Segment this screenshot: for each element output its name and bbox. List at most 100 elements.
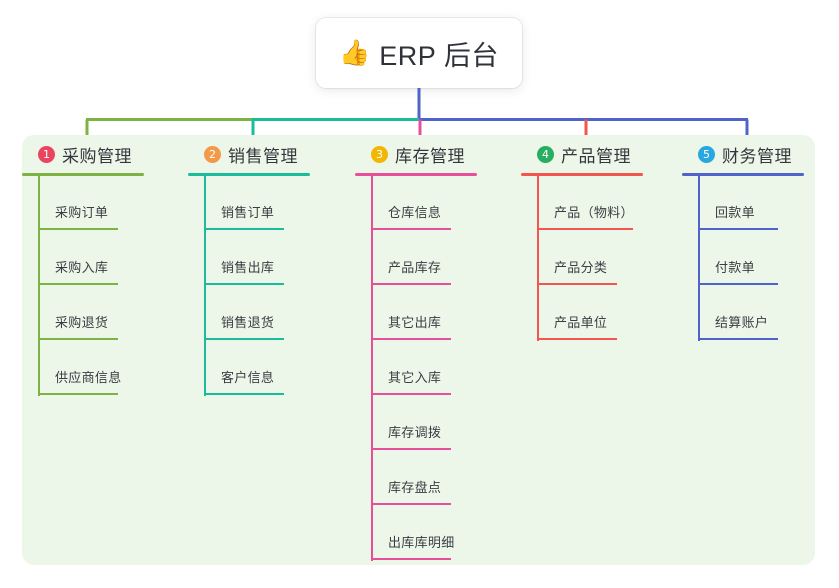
leaf-label: 回款单 bbox=[715, 205, 755, 220]
column-badge-2: 2 bbox=[204, 145, 221, 163]
leaf-label: 仓库信息 bbox=[388, 205, 442, 220]
leaf-label: 库存盘点 bbox=[388, 480, 442, 495]
column-badge-1: 1 bbox=[38, 145, 55, 163]
leaf-label: 库存调拨 bbox=[388, 425, 442, 440]
column-header[interactable]: 4 产品管理 bbox=[521, 141, 643, 167]
leaf-item[interactable]: 产品（物料） bbox=[521, 176, 643, 231]
leaf-list: 回款单付款单结算账户 bbox=[682, 176, 804, 341]
leaf-item[interactable]: 结算账户 bbox=[682, 286, 804, 341]
leaf-label: 客户信息 bbox=[221, 370, 275, 385]
leaf-item[interactable]: 供应商信息 bbox=[22, 341, 144, 396]
leaf-item[interactable]: 回款单 bbox=[682, 176, 804, 231]
leaf-item[interactable]: 付款单 bbox=[682, 231, 804, 286]
leaf-item[interactable]: 产品单位 bbox=[521, 286, 643, 341]
column-spine bbox=[38, 176, 40, 396]
leaf-item[interactable]: 其它入库 bbox=[355, 341, 477, 396]
leaf-item[interactable]: 其它出库 bbox=[355, 286, 477, 341]
leaf-rule bbox=[371, 393, 451, 395]
leaf-label: 采购退货 bbox=[55, 315, 109, 330]
leaf-item[interactable]: 仓库信息 bbox=[355, 176, 477, 231]
leaf-label: 销售订单 bbox=[221, 205, 275, 220]
leaf-rule bbox=[204, 283, 284, 285]
column-header[interactable]: 2 销售管理 bbox=[188, 141, 310, 167]
leaf-item[interactable]: 库存盘点 bbox=[355, 451, 477, 506]
leaf-item[interactable]: 销售退货 bbox=[188, 286, 310, 341]
column-title: 销售管理 bbox=[228, 146, 298, 166]
leaf-list: 产品（物料） 产品分类产品单位 bbox=[521, 176, 643, 341]
leaf-rule bbox=[698, 338, 778, 340]
column-4[interactable]: 4 产品管理产品（物料） 产品分类产品单位 bbox=[521, 141, 643, 341]
column-2[interactable]: 2 销售管理销售订单销售出库销售退货客户信息 bbox=[188, 141, 310, 396]
leaf-rule bbox=[537, 283, 617, 285]
leaf-label: 产品库存 bbox=[388, 260, 442, 275]
leaf-rule bbox=[371, 283, 451, 285]
leaf-list: 采购订单采购入库采购退货供应商信息 bbox=[22, 176, 144, 396]
leaf-label: 其它入库 bbox=[388, 370, 442, 385]
leaf-rule bbox=[371, 448, 451, 450]
leaf-rule bbox=[371, 338, 451, 340]
column-spine bbox=[204, 176, 206, 396]
column-badge-3: 3 bbox=[371, 145, 388, 163]
leaf-item[interactable]: 销售订单 bbox=[188, 176, 310, 231]
column-title: 产品管理 bbox=[561, 146, 631, 166]
leaf-rule bbox=[38, 393, 118, 395]
leaf-label: 付款单 bbox=[715, 260, 755, 275]
leaf-label: 产品（物料） bbox=[554, 205, 634, 220]
leaf-item[interactable]: 库存调拨 bbox=[355, 396, 477, 451]
leaf-item[interactable]: 出库库明细 bbox=[355, 506, 477, 561]
root-node-title: ERP 后台 bbox=[379, 40, 499, 71]
leaf-item[interactable]: 采购退货 bbox=[22, 286, 144, 341]
leaf-label: 其它出库 bbox=[388, 315, 442, 330]
column-accent-rule bbox=[188, 173, 310, 176]
leaf-rule bbox=[38, 228, 118, 230]
leaf-rule bbox=[698, 283, 778, 285]
column-accent-rule bbox=[682, 173, 804, 176]
leaf-label: 供应商信息 bbox=[55, 370, 122, 385]
column-badge-4: 4 bbox=[537, 145, 554, 163]
leaf-rule bbox=[537, 228, 633, 230]
leaf-label: 采购订单 bbox=[55, 205, 109, 220]
leaf-label: 销售出库 bbox=[221, 260, 275, 275]
leaf-rule bbox=[371, 558, 451, 560]
column-header[interactable]: 5 财务管理 bbox=[682, 141, 804, 167]
leaf-item[interactable]: 产品库存 bbox=[355, 231, 477, 286]
thumbs-up-icon: 👍 bbox=[339, 38, 371, 67]
leaf-item[interactable]: 产品分类 bbox=[521, 231, 643, 286]
leaf-label: 销售退货 bbox=[221, 315, 275, 330]
leaf-label: 产品分类 bbox=[554, 260, 608, 275]
leaf-rule bbox=[698, 228, 778, 230]
leaf-rule bbox=[204, 393, 284, 395]
leaf-label: 出库库明细 bbox=[388, 535, 455, 550]
column-title: 财务管理 bbox=[722, 146, 792, 166]
leaf-rule bbox=[38, 338, 118, 340]
leaf-rule bbox=[371, 503, 451, 505]
column-badge-5: 5 bbox=[698, 145, 715, 163]
column-title: 库存管理 bbox=[395, 146, 465, 166]
leaf-item[interactable]: 销售出库 bbox=[188, 231, 310, 286]
column-accent-rule bbox=[355, 173, 477, 176]
leaf-rule bbox=[204, 338, 284, 340]
column-accent-rule bbox=[521, 173, 643, 176]
column-spine bbox=[698, 176, 700, 341]
leaf-rule bbox=[371, 228, 451, 230]
leaf-label: 结算账户 bbox=[715, 315, 769, 330]
leaf-label: 产品单位 bbox=[554, 315, 608, 330]
leaf-list: 销售订单销售出库销售退货客户信息 bbox=[188, 176, 310, 396]
leaf-list: 仓库信息产品库存其它出库其它入库库存调拨库存盘点出库库明细 bbox=[355, 176, 477, 561]
root-node[interactable]: 👍 ERP 后台 bbox=[316, 18, 522, 88]
column-spine bbox=[371, 176, 373, 561]
column-accent-rule bbox=[22, 173, 144, 176]
leaf-label: 采购入库 bbox=[55, 260, 109, 275]
leaf-rule bbox=[38, 283, 118, 285]
leaf-item[interactable]: 采购订单 bbox=[22, 176, 144, 231]
column-5[interactable]: 5 财务管理回款单付款单结算账户 bbox=[682, 141, 804, 341]
diagram-panel bbox=[22, 135, 815, 565]
leaf-item[interactable]: 客户信息 bbox=[188, 341, 310, 396]
column-header[interactable]: 3 库存管理 bbox=[355, 141, 477, 167]
column-3[interactable]: 3 库存管理仓库信息产品库存其它出库其它入库库存调拨库存盘点出库库明细 bbox=[355, 141, 477, 561]
leaf-rule bbox=[537, 338, 617, 340]
leaf-rule bbox=[204, 228, 284, 230]
leaf-item[interactable]: 采购入库 bbox=[22, 231, 144, 286]
